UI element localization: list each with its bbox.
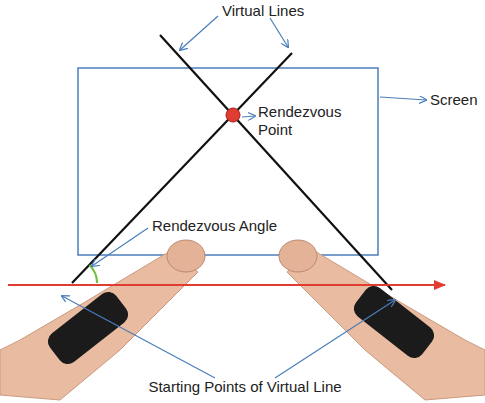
screen-rect — [78, 68, 378, 255]
left-arm — [0, 240, 205, 400]
rendezvous-dot — [226, 108, 240, 122]
screen-label: Screen — [430, 91, 482, 109]
virtual-line — [72, 53, 292, 283]
axis-arrow — [8, 284, 445, 286]
angle-label: Rendezvous Angle — [152, 217, 292, 235]
angle-arc — [89, 265, 97, 283]
point-label: Rendezvous Point — [258, 103, 340, 139]
leader-lines — [62, 16, 426, 378]
start-label: Starting Points of Virtual Line — [130, 378, 360, 396]
lines-label: Virtual Lines — [222, 2, 332, 20]
virtual-line — [160, 35, 392, 290]
right-arm — [279, 240, 485, 400]
